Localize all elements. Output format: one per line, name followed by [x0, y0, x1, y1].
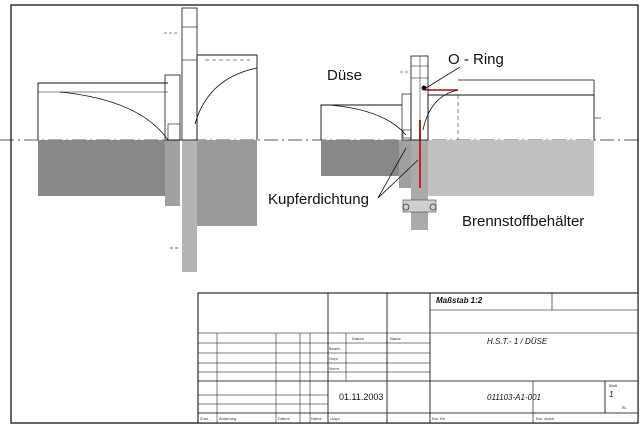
left-flange-section [165, 140, 180, 206]
fastener-right [429, 203, 437, 211]
foot-ers-fuer: Ers. für [432, 416, 446, 421]
o-ring-leader [425, 66, 461, 89]
foot-zust: Zust. [200, 416, 209, 421]
foot-ers-durch: Ers. durch [536, 416, 554, 421]
copper-leader-1 [377, 147, 407, 199]
right-nut-lower [402, 199, 437, 213]
drawing-number: 011103-A1-001 [487, 393, 541, 402]
right-flange-section [399, 140, 411, 188]
right-curve-outer [422, 89, 459, 131]
title-block-frame [197, 292, 639, 424]
foot-name: Name [311, 416, 322, 421]
sheet-number: 1 [609, 390, 613, 399]
scale-label: Maßstab 1:2 [436, 296, 483, 305]
left-nozzle-shaft [182, 140, 197, 272]
left-body-section [197, 140, 257, 226]
label-fuel-tank: Brennstoffbehälter [462, 213, 584, 230]
right-tank-section [321, 140, 399, 176]
right-tank-outline [320, 104, 402, 140]
sheets-label: Bl. [622, 405, 627, 410]
row-norm: Norm [329, 366, 339, 371]
drawing-title: H.S.T.- 1 / DÜSE [487, 337, 548, 346]
left-body-outline [196, 54, 258, 140]
foot-urspr: Urspr. [330, 416, 341, 421]
right-seal-ring [402, 129, 412, 139]
left-curve-outer [194, 67, 258, 125]
label-o-ring: O - Ring [448, 51, 504, 68]
drawing-date: 01.11.2003 [339, 392, 383, 402]
row-gepr: Gepr. [329, 356, 339, 361]
right-curve-inner [329, 104, 407, 136]
header-datum: Datum [352, 336, 364, 341]
left-assembly-view [37, 7, 258, 272]
foot-aenderung: Änderung [219, 416, 236, 421]
title-block [197, 292, 639, 424]
right-tank-top [427, 94, 595, 140]
fastener-left [402, 203, 410, 211]
label-copper-seal: Kupferdichtung [268, 191, 369, 208]
row-bearb: Bearb. [329, 346, 341, 351]
label-nozzle: Düse [327, 67, 362, 84]
left-curve-inner [59, 91, 169, 141]
right-fuel-tank-section [428, 140, 594, 196]
left-collar [167, 123, 181, 141]
header-name: Name [390, 336, 401, 341]
copper-leader-2 [377, 159, 419, 199]
right-assembly-view [320, 55, 601, 230]
o-ring-dot [421, 85, 427, 91]
foot-datum: Datum [278, 416, 290, 421]
left-tank-section [38, 140, 165, 196]
right-flange-outline [401, 93, 412, 141]
sheet-label: Blatt [609, 383, 618, 388]
left-tank-outline [37, 82, 168, 140]
